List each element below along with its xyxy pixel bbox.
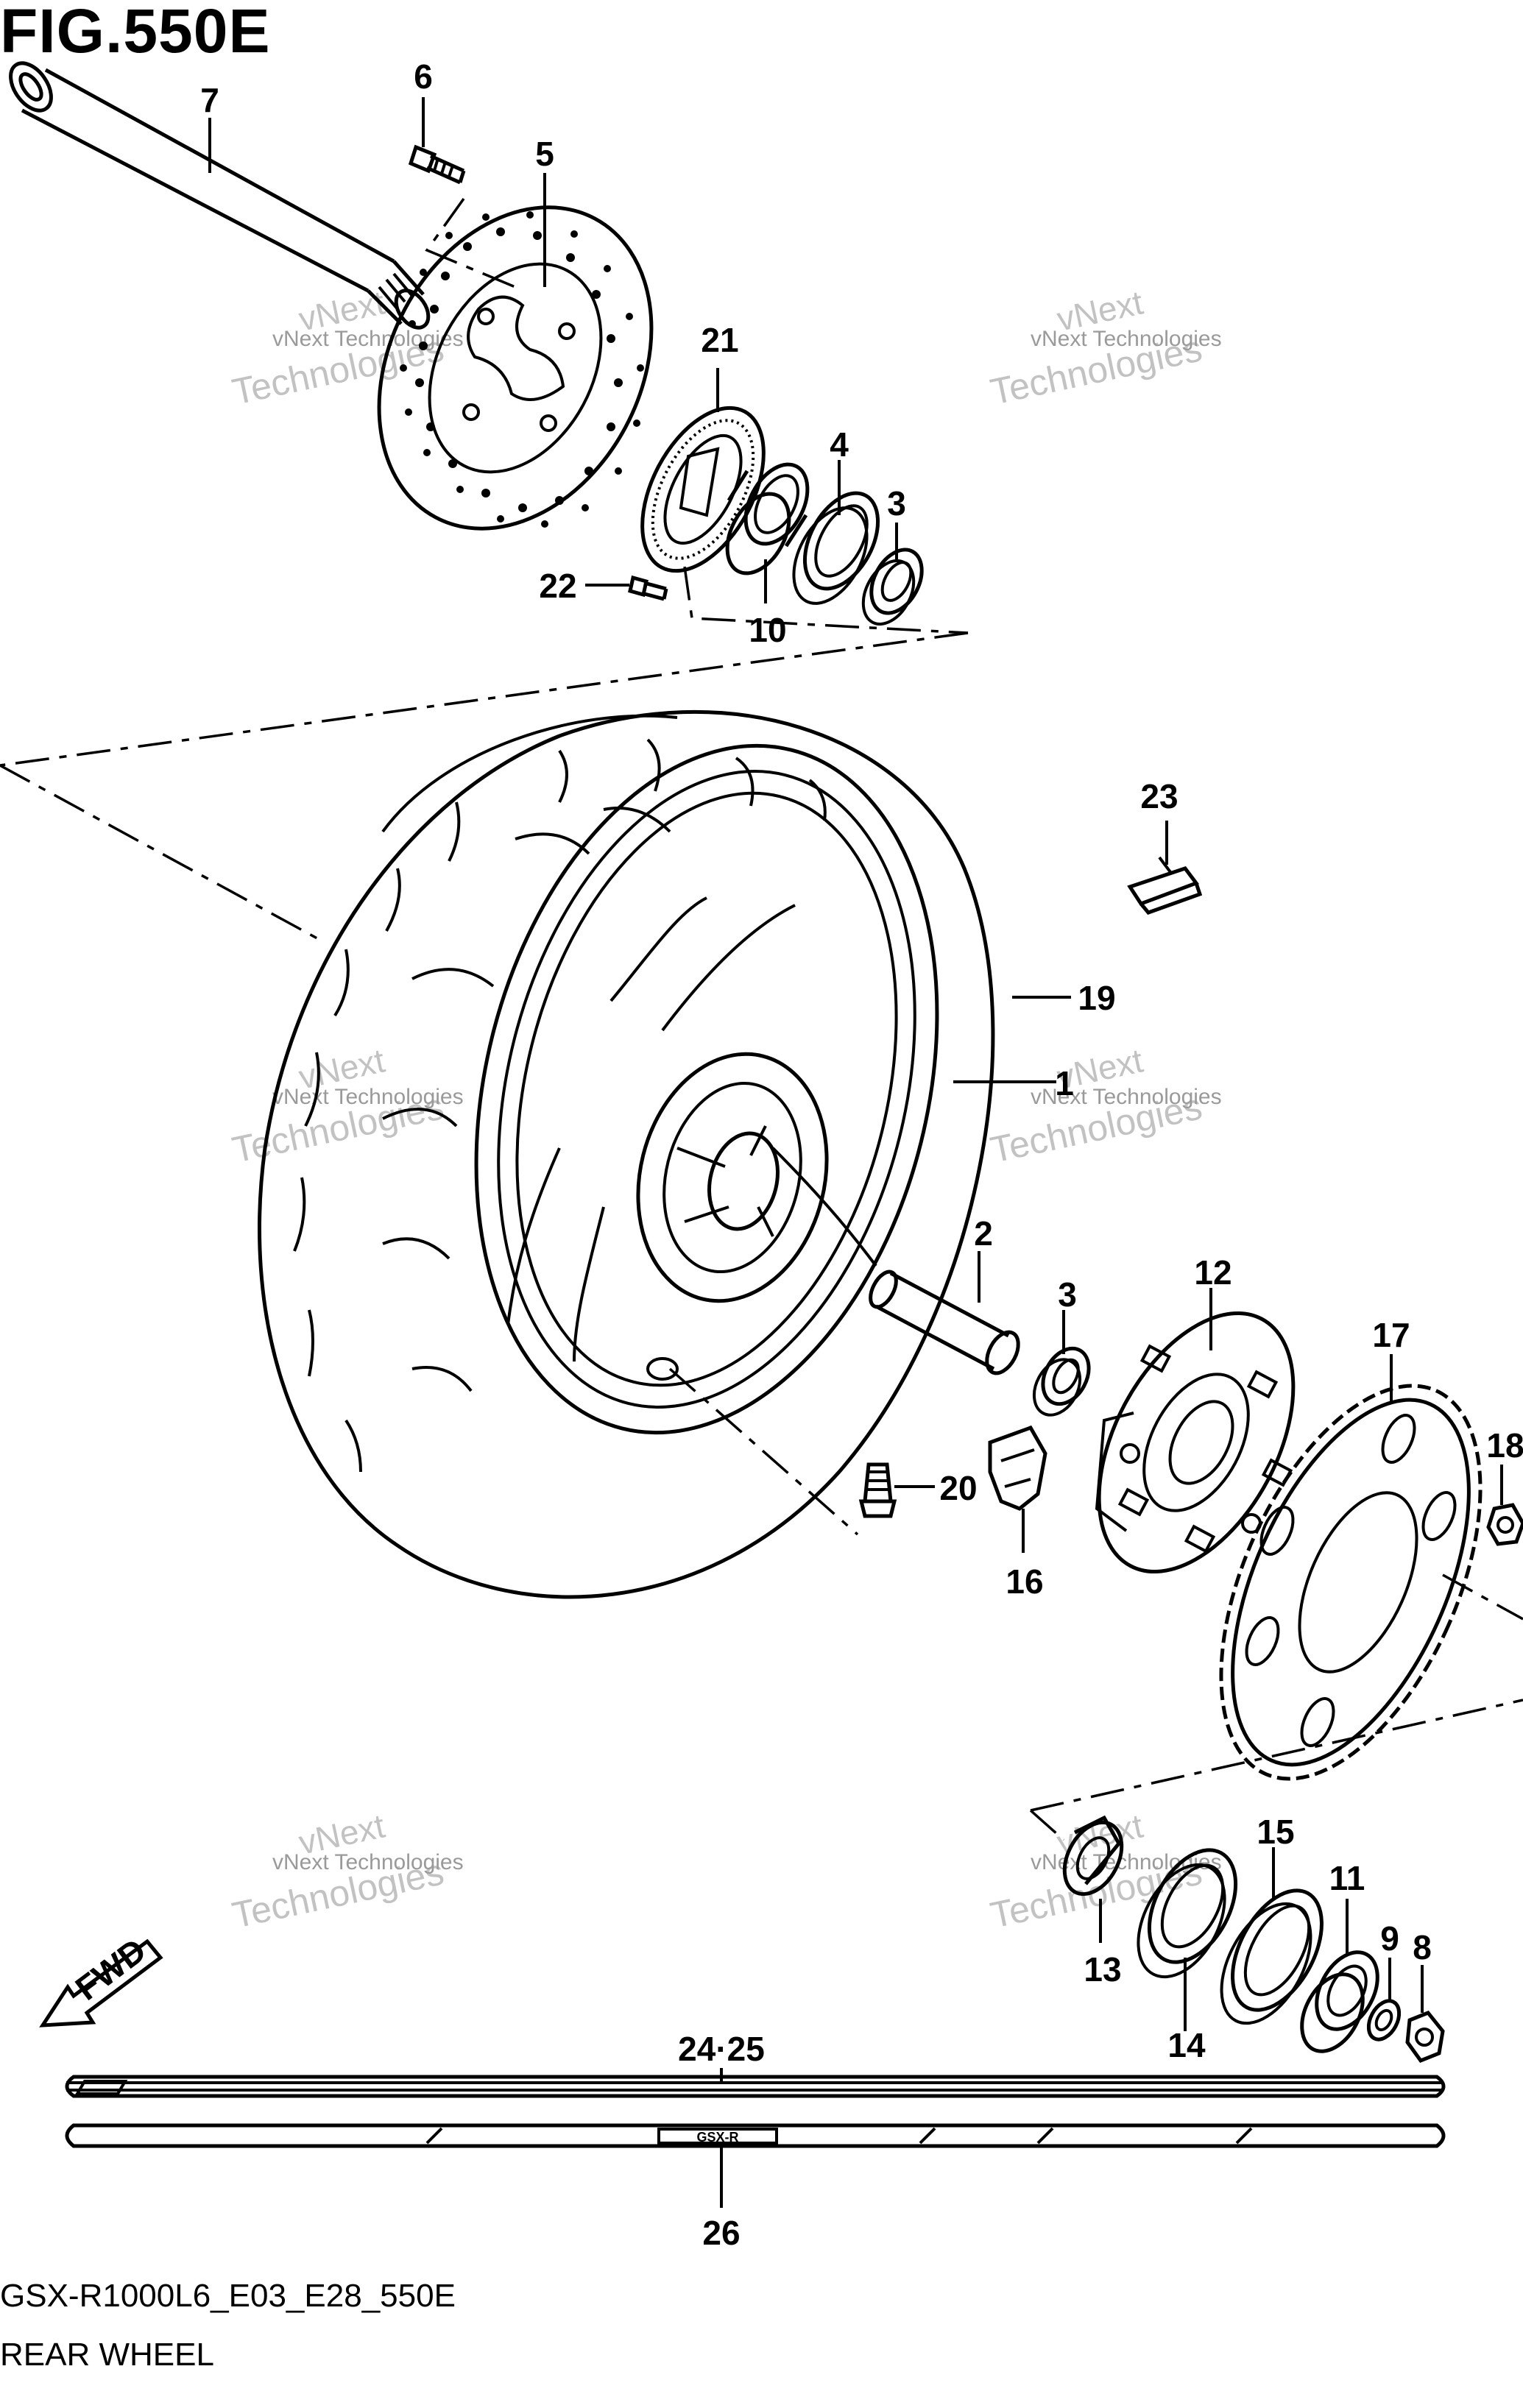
callout-10: 10: [749, 611, 786, 649]
part-collar: [725, 462, 810, 576]
leader-lines: [0, 97, 1523, 2208]
callout-11: 11: [1329, 1859, 1365, 1897]
callout-15: 15: [1257, 1813, 1294, 1851]
part-bolt-6: [408, 144, 466, 185]
callout-3-top: 3: [887, 484, 906, 523]
callout-3-bottom: 3: [1058, 1275, 1077, 1314]
part-brake-disc: [377, 205, 654, 531]
callout-22: 22: [539, 567, 576, 605]
figure-title: FIG.550E: [0, 0, 271, 65]
part-nut-8: [1405, 2010, 1445, 2064]
callout-5: 5: [535, 135, 554, 173]
callout-2: 2: [974, 1214, 993, 1253]
callout-18: 18: [1486, 1426, 1523, 1465]
callout-16: 16: [1006, 1562, 1043, 1601]
callout-1: 1: [1055, 1064, 1074, 1102]
part-bearing-3-top: [861, 548, 924, 626]
fwd-arrow-icon: FWD: [39, 1930, 163, 2028]
part-sprocket: [1219, 1384, 1483, 1781]
part-sprocket-drum: [1095, 1311, 1296, 1574]
callout-14: 14: [1167, 2026, 1206, 2064]
watermarks: vNext Technologies vNext Technologies vN…: [229, 283, 1222, 1936]
part-bearing-13: [1062, 1815, 1124, 1897]
callout-12: 12: [1194, 1253, 1232, 1292]
part-collar-11: [1300, 1950, 1379, 2053]
part-balance-weight: [1127, 856, 1203, 915]
callout-19: 19: [1078, 979, 1115, 1017]
part-washer-9: [1366, 1999, 1402, 2042]
part-oil-seal-15: [1220, 1888, 1324, 2025]
watermark-text: vNext Technologies: [272, 1850, 464, 1874]
part-nut-18: [1486, 1503, 1523, 1546]
figure-name: REAR WHEEL: [0, 2337, 214, 2373]
part-stripe-24-25: [65, 2075, 1446, 2098]
callout-17: 17: [1372, 1316, 1410, 1354]
callout-7: 7: [200, 81, 219, 119]
callout-23: 23: [1140, 777, 1178, 815]
figure-code: GSX-R1000L6_E03_E28_550E: [0, 2278, 456, 2314]
stripe-emblem-text: GSX-R: [696, 2130, 738, 2145]
part-valve: [858, 1462, 897, 1518]
watermark-text: vNext Technologies: [1031, 327, 1222, 351]
callout-26: 26: [702, 2214, 740, 2252]
part-stripe-26: GSX-R: [65, 2123, 1446, 2148]
watermark-text: vNext Technologies: [272, 327, 464, 351]
part-cushion: [988, 1425, 1047, 1511]
callout-9: 9: [1380, 1919, 1399, 1958]
callout-8: 8: [1413, 1928, 1432, 1966]
callout-24-25: 24·25: [678, 2030, 765, 2068]
callout-13: 13: [1084, 1950, 1121, 1989]
callout-20: 20: [939, 1469, 977, 1507]
part-axle: [9, 61, 431, 330]
callout-6: 6: [414, 57, 433, 96]
part-spacer-2: [869, 1269, 1020, 1375]
part-screw-22: [628, 575, 668, 601]
watermark-text: vNext Technologies: [1031, 1085, 1222, 1109]
callout-labels: 7 6 5 21 4 3 22 10 23 19 1 2 3 12 17 18 …: [200, 57, 1523, 2252]
part-sensor-ring: [640, 406, 766, 573]
callout-21: 21: [701, 321, 738, 359]
part-tire-wheel: [258, 710, 995, 1599]
callout-4: 4: [830, 425, 849, 464]
part-oil-seal-4: [792, 491, 880, 605]
part-bearing-14: [1137, 1848, 1238, 1979]
part-bearing-3-bottom: [1032, 1346, 1091, 1417]
watermark-text: vNext Technologies: [272, 1085, 464, 1109]
